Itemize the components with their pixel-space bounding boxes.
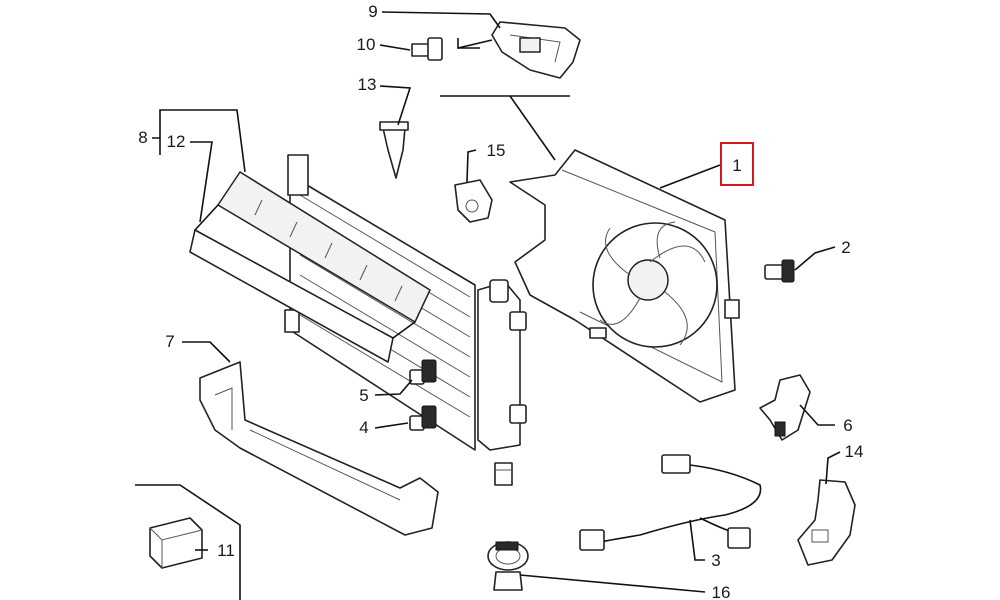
- callout-11: 11: [217, 541, 235, 560]
- highlight-box: [720, 142, 754, 186]
- callout-7: 7: [165, 332, 174, 351]
- harness-bracket: [797, 479, 856, 566]
- spring-nut-clip: [454, 179, 493, 223]
- shroud-bolt: [764, 259, 795, 283]
- callout-14: 14: [845, 442, 864, 461]
- callout-4: 4: [359, 418, 368, 437]
- callout-13: 13: [358, 75, 377, 94]
- resistor-screw: [411, 37, 443, 61]
- callout-8: 8: [138, 128, 147, 147]
- radiator-side-tank: [477, 279, 527, 486]
- plastic-push-clip: [379, 121, 409, 179]
- callout-1: 1: [732, 156, 741, 175]
- callout-6: 6: [843, 416, 852, 435]
- hose-clamp: [487, 541, 529, 591]
- fan-wiring-harness: [579, 454, 762, 551]
- mounting-bracket: [759, 374, 811, 441]
- fan-shroud-assembly: [509, 149, 740, 403]
- fan-resistor: [491, 21, 581, 79]
- air-deflector: [189, 171, 431, 363]
- upper-bolt: [409, 359, 437, 385]
- callout-16: 16: [712, 583, 731, 600]
- lower-bolt: [409, 405, 437, 431]
- lower-support-bracket: [199, 361, 439, 536]
- callout-5: 5: [359, 386, 368, 405]
- leader-lines: [135, 11, 841, 600]
- callout-15: 15: [487, 141, 506, 160]
- callout-10: 10: [357, 35, 376, 54]
- callouts: 1 2 3 4 5 6 7 8 9 10 11 12 13 14 15 16: [138, 2, 863, 600]
- callout-9: 9: [368, 2, 377, 21]
- callout-3: 3: [711, 551, 720, 570]
- callout-12: 12: [167, 132, 186, 151]
- callout-2: 2: [841, 238, 850, 257]
- relay: [149, 517, 203, 569]
